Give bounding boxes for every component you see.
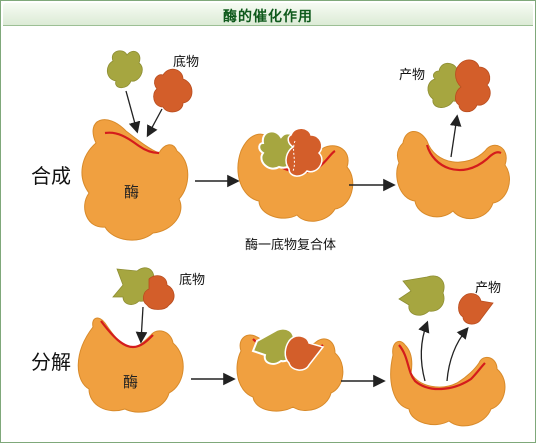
synthesis-complex-label: 酶一底物复合体 <box>245 237 336 253</box>
title-bar: 酶的催化作用 <box>3 3 533 26</box>
arrow-substrate-1 <box>125 90 141 134</box>
joined-substrate-rust <box>143 275 175 310</box>
product-rust-split <box>458 293 494 325</box>
arrow-product-release <box>449 114 462 158</box>
substrate-rust-shape <box>153 68 193 113</box>
decomposition-substrate-label: 底物 <box>179 272 205 288</box>
synthesis-product-label: 产物 <box>399 68 425 83</box>
decomposition-product-label: 产物 <box>475 281 501 296</box>
product-olive-split <box>398 275 445 316</box>
synthesis-complex <box>237 127 354 222</box>
diagram-title: 酶的催化作用 <box>223 9 313 25</box>
active-site-line <box>398 344 486 391</box>
synthesis-enzyme <box>81 119 189 241</box>
arrow-substrate-down <box>135 306 148 344</box>
active-site-line <box>104 131 160 155</box>
synthesis-enzyme-label: 酶 <box>124 183 139 201</box>
synthesis-row-label: 合成 <box>31 164 71 188</box>
decomposition-enzyme-label: 酶 <box>123 373 138 391</box>
arrow-substrate-2 <box>146 108 163 138</box>
active-site-line <box>100 320 154 349</box>
substrate-olive-shape <box>106 50 143 89</box>
decomposition-enzyme-after <box>390 340 506 427</box>
product-rust-shape <box>455 59 491 113</box>
synthesis-enzyme-after <box>396 131 510 219</box>
decomposition-enzyme <box>77 317 184 413</box>
active-site-line <box>425 144 502 172</box>
decomposition-complex <box>236 327 344 412</box>
arrow-release-left <box>418 320 430 382</box>
synthesis-substrate-label: 底物 <box>173 54 199 70</box>
arrow-release-right <box>446 327 469 382</box>
decomposition-row-label: 分解 <box>31 350 71 374</box>
